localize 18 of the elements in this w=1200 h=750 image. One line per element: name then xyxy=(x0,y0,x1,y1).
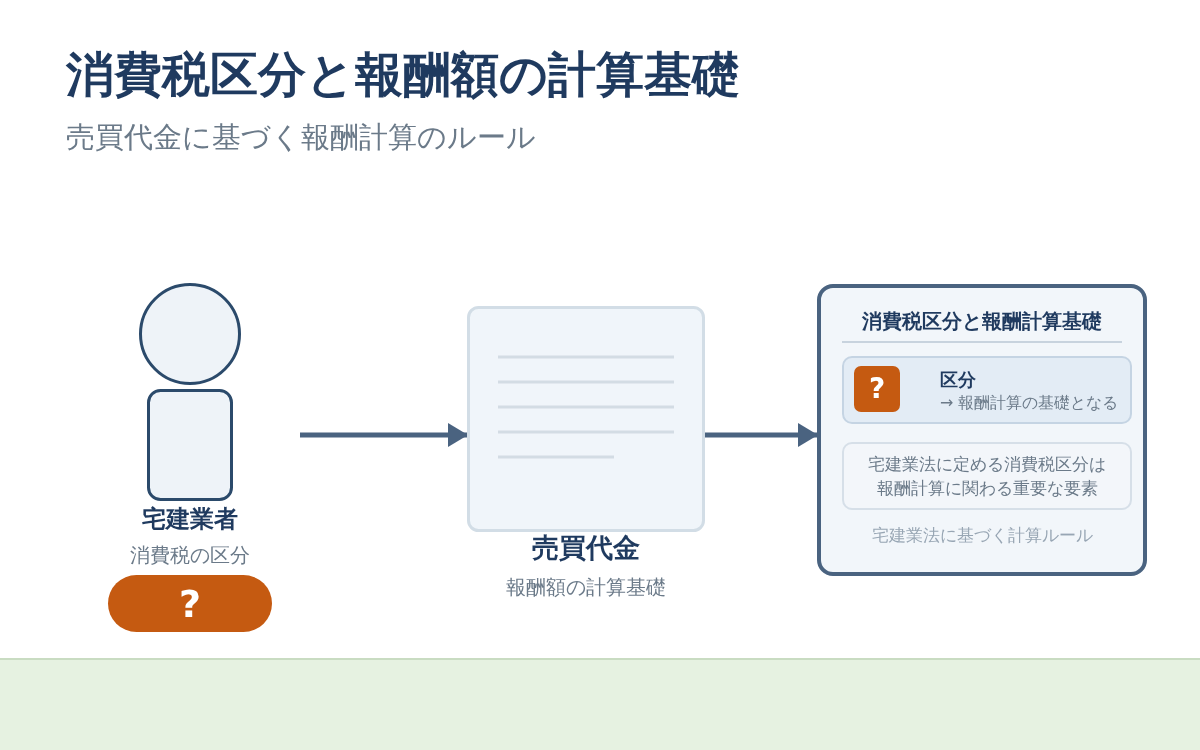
node-title: 売買代金 xyxy=(532,532,640,564)
page-subtitle: 売買代金に基づく報酬計算のルール xyxy=(66,120,536,155)
arrow xyxy=(300,423,468,447)
panel-footnote: 宅建業法に基づく計算ルール xyxy=(871,524,1093,546)
note-text: 宅建業法に定める消費税区分は報酬計算に関わる重要な要素 xyxy=(867,453,1107,500)
row-title: 区分 xyxy=(940,369,976,391)
question-badge: ? xyxy=(108,575,272,632)
note-card xyxy=(842,442,1132,510)
node-subtitle: 報酬額の計算基礎 xyxy=(506,574,666,599)
row-description: → 報酬計算の基礎となる xyxy=(940,393,1119,413)
arrow xyxy=(705,423,818,447)
page-title: 消費税区分と報酬額の計算基礎 xyxy=(66,46,740,102)
node-subtitle: 消費税の区分 xyxy=(130,543,250,568)
panel-title: 消費税区分と報酬計算基礎 xyxy=(862,308,1102,334)
info-panel xyxy=(817,284,1147,576)
node-title: 宅建業者 xyxy=(142,505,238,534)
category-row xyxy=(842,356,1132,424)
question-badge: ? xyxy=(854,366,900,412)
